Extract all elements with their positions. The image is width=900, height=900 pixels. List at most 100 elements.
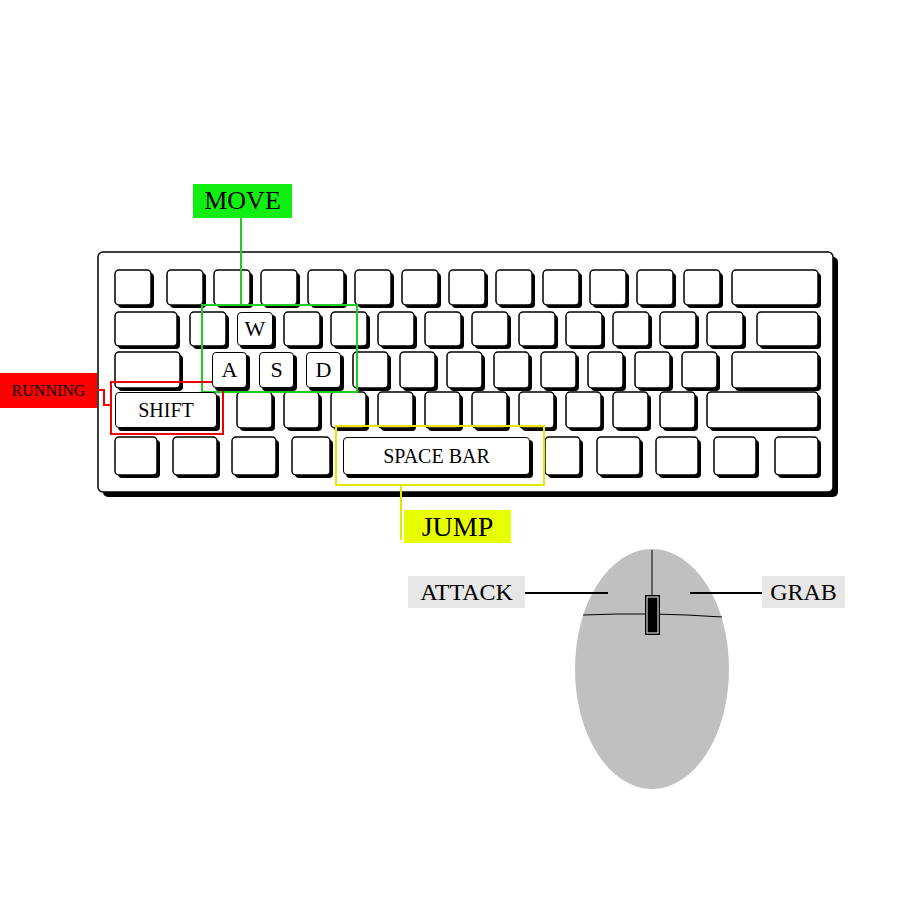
key-cap: [214, 270, 250, 305]
keyboard-key: [613, 312, 652, 349]
keyboard-key: [173, 437, 220, 478]
key-cap: [355, 270, 391, 305]
callout-label: JUMP: [404, 510, 511, 543]
key-cap: [402, 270, 438, 305]
keyboard-key: [355, 270, 394, 308]
key-cap: [115, 312, 177, 346]
callout-label: RUNNING: [0, 373, 97, 408]
callout-label: ATTACK: [408, 576, 525, 608]
keyboard-key: [519, 312, 558, 349]
key-cap: [378, 392, 413, 428]
keyboard-key: [237, 392, 275, 431]
key-cap: [115, 437, 157, 475]
keyboard-key: [115, 312, 180, 349]
keyboard-key: [449, 270, 488, 308]
key-cap: [714, 437, 756, 475]
key-cap: [566, 312, 602, 346]
keyboard-key: [292, 437, 333, 478]
keyboard-key: [656, 437, 701, 478]
keyboard-key: [637, 270, 676, 308]
key-cap: [449, 270, 485, 305]
key-cap: [115, 270, 151, 305]
key-cap: [597, 437, 640, 475]
key-cap: [519, 392, 554, 428]
keyboard-key: [543, 270, 582, 308]
keyboard-key: [378, 312, 417, 349]
highlights: [97, 218, 762, 593]
mouse: [575, 549, 729, 789]
key-cap: [707, 392, 818, 428]
callout-label: MOVE: [193, 184, 292, 218]
keyboard-key: [472, 312, 511, 349]
keyboard-body: [98, 252, 833, 492]
node-text: W: [245, 318, 266, 340]
key-cap: [353, 352, 388, 388]
key-cap: [472, 312, 508, 346]
key-cap: [543, 270, 579, 305]
node-text: D: [316, 359, 332, 381]
key-cap: [566, 392, 601, 428]
keyboard-key: SHIFT: [115, 392, 217, 428]
key-cap: [757, 312, 818, 346]
key-cap: [232, 437, 276, 475]
node-text: RUNNING: [12, 383, 86, 399]
scroll-wheel-edge: [647, 597, 658, 633]
run-highlight: [111, 382, 223, 434]
move-highlight: [202, 305, 357, 392]
leader-line: [400, 485, 402, 540]
node-text: A: [222, 359, 238, 381]
keyboard-key: S: [259, 352, 294, 388]
key-cap: [635, 352, 670, 388]
key-cap: [237, 392, 272, 428]
keyboard-key: [214, 270, 253, 308]
keyboard-key: [115, 270, 154, 308]
keyboard-key: A: [212, 352, 247, 388]
leader-line: [690, 592, 762, 594]
key-cap: [682, 352, 717, 388]
keyboard-key: [284, 392, 322, 431]
key-cap: [190, 312, 226, 346]
key-cap: [173, 437, 217, 475]
key-cap: [684, 270, 720, 305]
keyboard-key: [115, 437, 160, 478]
key-cap: [331, 392, 366, 428]
key-cap: [732, 270, 818, 305]
keyboard-key: [660, 312, 699, 349]
key-cap: [284, 392, 319, 428]
keyboard-key: [402, 270, 441, 308]
keyboard-key: [425, 312, 464, 349]
keyboard-key: [597, 437, 643, 478]
blank-keys: [115, 270, 821, 478]
key-cap: [588, 352, 623, 388]
keyboard-key: [613, 392, 651, 431]
key-cap: [660, 392, 695, 428]
callout-label: GRAB: [762, 576, 845, 608]
keyboard-key: [775, 437, 821, 478]
key-cap: [472, 392, 507, 428]
key-cap: [660, 312, 696, 346]
keyboard-key: [115, 352, 183, 391]
keyboard-key: [732, 270, 821, 308]
keyboard-key: [732, 352, 821, 391]
keyboard-key: [167, 270, 206, 308]
node-text: ATTACK: [420, 580, 513, 604]
key-cap: [541, 352, 576, 388]
key-cap: [494, 352, 529, 388]
key-cap: [775, 437, 818, 475]
keyboard-key: [447, 352, 485, 391]
key-cap: [707, 312, 743, 346]
leader-line: [97, 390, 111, 405]
key-cap: [400, 352, 435, 388]
key-cap: [613, 392, 648, 428]
keyboard-key: [400, 352, 438, 391]
leader-line: [240, 218, 242, 305]
node-text: SHIFT: [138, 400, 194, 420]
scroll-wheel: [645, 595, 660, 635]
key-cap: [496, 270, 532, 305]
key-cap: [425, 392, 460, 428]
key-cap: [637, 270, 673, 305]
keyboard-key: [707, 392, 821, 431]
key-cap: [292, 437, 330, 475]
keyboard-key: [707, 312, 746, 349]
